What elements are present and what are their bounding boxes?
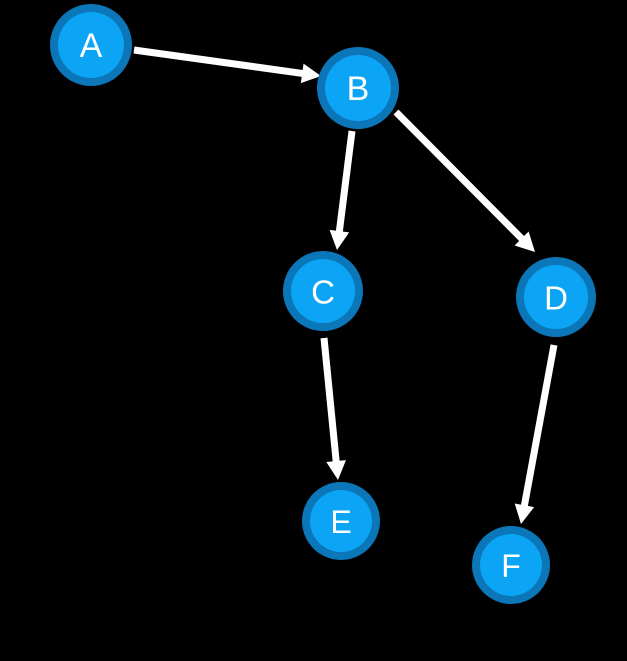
arrowhead-icon-C-E [326,460,346,480]
node-fill-D [524,265,588,329]
graph-edge-B-C[interactable] [329,130,356,250]
node-fill-A [58,12,124,78]
edge-line-A-B [133,46,305,78]
graph-node-D[interactable]: D [516,257,596,337]
nodes-layer: A B C D E F [50,4,596,604]
edge-line-B-D [393,109,526,243]
arrowhead-icon-D-F [514,503,535,524]
node-fill-B [325,55,391,121]
graph-node-F[interactable]: F [472,526,550,604]
graph-edge-D-F[interactable] [514,344,558,524]
graph-node-C[interactable]: C [283,251,363,331]
arrowhead-icon-B-D [514,231,535,252]
graph-node-A[interactable]: A [50,4,132,86]
graph-node-B[interactable]: B [317,47,399,129]
node-fill-E [310,490,372,552]
edge-line-C-E [320,337,340,464]
arrowhead-icon-B-C [329,229,350,250]
node-fill-C [291,259,355,323]
graph-edge-B-D[interactable] [393,109,535,252]
node-fill-F [480,534,542,596]
arrowhead-icon-A-B [300,63,321,84]
edge-line-D-F [520,344,558,508]
graph-edge-C-E[interactable] [320,337,346,480]
edges-layer [133,46,558,524]
edge-line-B-C [335,130,356,234]
graph-edge-A-B[interactable] [133,46,321,84]
graph-node-E[interactable]: E [302,482,380,560]
